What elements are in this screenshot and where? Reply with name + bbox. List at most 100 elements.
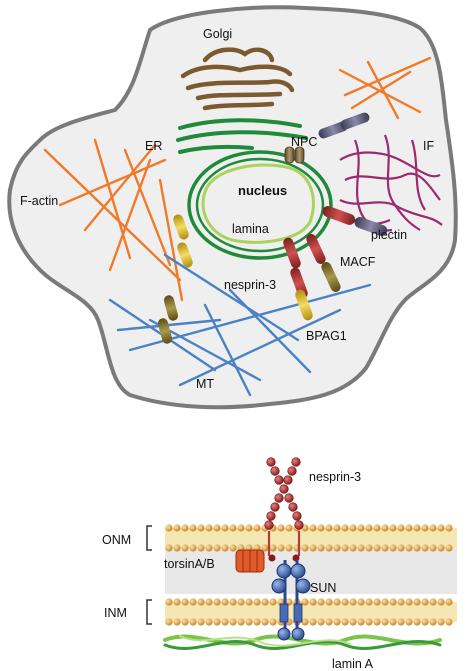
lipid-head (389, 544, 397, 552)
lipid-head (429, 598, 437, 606)
inm-bracket (146, 599, 152, 625)
lipid-head (253, 524, 261, 532)
endoplasmic-reticulum (176, 118, 308, 154)
lipid-head (173, 598, 181, 606)
nuclear-pore-complex (284, 146, 305, 164)
lipid-head (181, 524, 189, 532)
lipid-head (429, 544, 437, 552)
nesprin-bead (283, 475, 293, 485)
plectin-linker-left (173, 214, 193, 268)
lipid-head (349, 618, 357, 626)
nesprin-kash-domain (268, 554, 276, 562)
lipid-head (373, 618, 381, 626)
lipid-head (309, 524, 317, 532)
lipid-head (245, 524, 253, 532)
label-lamin-a: lamin A (332, 657, 374, 671)
lipid-head (381, 618, 389, 626)
label-nucleus: nucleus (238, 183, 287, 198)
nesprin-kash-domain (292, 554, 300, 562)
nesprin-bead (274, 475, 284, 485)
lipid-head (341, 544, 349, 552)
nesprin-bead (270, 466, 280, 476)
lipid-head (189, 618, 197, 626)
lipid-head (397, 598, 405, 606)
lipid-head (437, 544, 445, 552)
label-f-actin: F-actin (20, 194, 58, 208)
label-nesprin3: nesprin-3 (224, 278, 276, 292)
lipid-head (165, 598, 173, 606)
lipid-head (253, 598, 261, 606)
lipid-head (341, 524, 349, 532)
lipid-head (397, 544, 405, 552)
lipid-head (229, 598, 237, 606)
perinuclear-space (165, 548, 457, 594)
lipid-head (165, 544, 173, 552)
label-onm: ONM (102, 533, 131, 547)
label-macf: MACF (340, 255, 376, 269)
lipid-head (237, 598, 245, 606)
lipid-head (325, 544, 333, 552)
lipid-head (301, 618, 309, 626)
lipid-head (261, 618, 269, 626)
lipid-head (197, 618, 205, 626)
lipid-head (189, 524, 197, 532)
lipid-head (421, 544, 429, 552)
lipid-head (221, 544, 229, 552)
f-actin-bundle-left (43, 138, 184, 302)
lipid-head (165, 524, 173, 532)
inner-nuclear-membrane (165, 598, 457, 626)
lipid-head (445, 618, 453, 626)
lipid-head (197, 544, 205, 552)
onm-lipid-heads-top (165, 524, 453, 532)
label-golgi: Golgi (203, 27, 232, 41)
lipid-head (445, 544, 453, 552)
lipid-head (261, 598, 269, 606)
lipid-head (269, 544, 277, 552)
nesprin-bead (279, 484, 289, 494)
lipid-head (237, 618, 245, 626)
lipid-head (325, 618, 333, 626)
nesprin-bead (264, 520, 274, 530)
nuclear-lamina (201, 163, 315, 244)
lipid-head (373, 544, 381, 552)
lipid-head (341, 598, 349, 606)
lipid-head (333, 598, 341, 606)
torsin-complex (235, 549, 265, 573)
sun-protein (271, 560, 311, 641)
lipid-head (205, 524, 213, 532)
label-if: IF (423, 139, 434, 153)
lipid-head (365, 618, 373, 626)
lipid-head (381, 524, 389, 532)
lipid-head (301, 598, 309, 606)
lipid-head (317, 524, 325, 532)
lipid-head (213, 524, 221, 532)
lipid-head (437, 598, 445, 606)
lipid-head (365, 598, 373, 606)
lipid-head (405, 618, 413, 626)
nesprin-bead (288, 502, 298, 512)
f-actin-bundle-right (338, 56, 432, 120)
lipid-head (173, 524, 181, 532)
lipid-head (405, 544, 413, 552)
lipid-head (445, 598, 453, 606)
nesprin3-dimer (264, 457, 304, 562)
lipid-head (381, 544, 389, 552)
label-lamina: lamina (232, 222, 269, 236)
lipid-head (229, 618, 237, 626)
nesprin-bead (266, 511, 276, 521)
label-inm: INM (104, 606, 127, 620)
label-mt: MT (196, 377, 214, 391)
label-bpag1: BPAG1 (306, 329, 347, 343)
lipid-head (445, 524, 453, 532)
lipid-head (389, 618, 397, 626)
golgi-apparatus (180, 47, 295, 111)
lipid-head (309, 598, 317, 606)
lipid-head (413, 618, 421, 626)
lipid-head (437, 524, 445, 532)
lipid-head (229, 524, 237, 532)
lipid-head (245, 618, 253, 626)
lipid-head (213, 598, 221, 606)
lipid-head (405, 524, 413, 532)
